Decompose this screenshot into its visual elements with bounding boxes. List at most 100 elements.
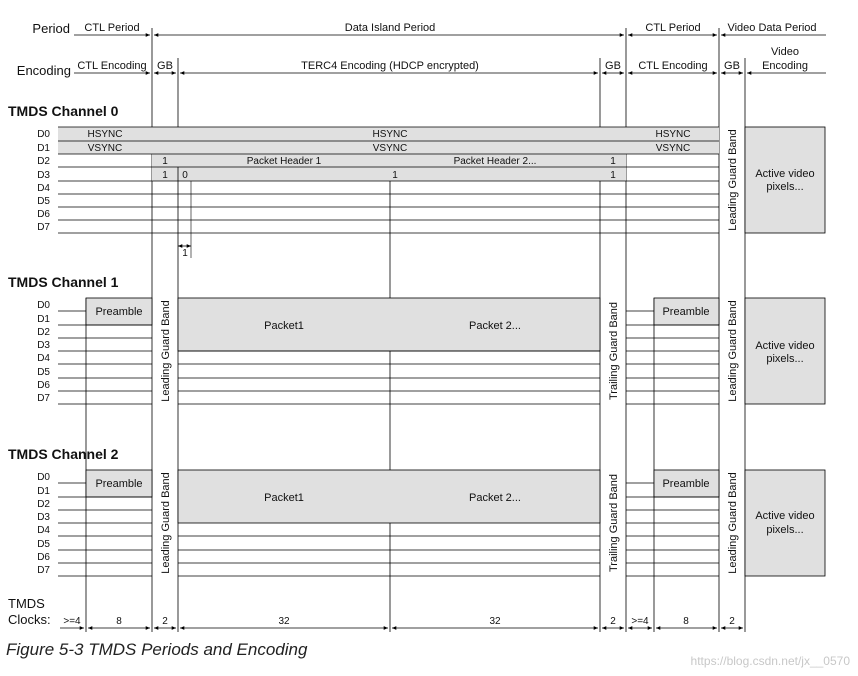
ch1-d7-label: D7 (37, 393, 50, 404)
channel-2: TMDS Channel 2 D0 D1 (8, 446, 826, 577)
ch0-hsync-ctl2: HSYNC (655, 129, 690, 140)
channel-0: TMDS Channel 0 D0 D1 D2 D3 D4 D5 D6 D7 H… (8, 103, 826, 259)
encoding-label: Encoding (17, 63, 71, 78)
ch1-d5-label: D5 (37, 367, 50, 378)
ch0-d3-island-value: 1 (392, 170, 398, 181)
encoding-row: Encoding CTL Encoding GB TERC4 Encoding … (17, 46, 826, 78)
ch1-packet-2: Packet 2... (469, 320, 521, 332)
clock-gb-2: 2 (610, 616, 616, 627)
sync-bar-fill (58, 127, 719, 154)
ch0-active-video-line1: Active video (755, 168, 814, 180)
ch0-hsync-island: HSYNC (372, 129, 407, 140)
ch1-preamble-2-box (653, 297, 720, 326)
ch2-d6-label: D6 (37, 552, 50, 563)
period-label: Period (32, 21, 70, 36)
clock-packet-1: 32 (278, 616, 290, 627)
encoding-video-line2: Encoding (762, 60, 808, 72)
channel-1-title: TMDS Channel 1 (8, 274, 119, 290)
ch1-packet-box (177, 297, 601, 352)
encoding-gb-3: GB (724, 60, 740, 72)
ch1-d6-label: D6 (37, 380, 50, 391)
ch0-d2-label: D2 (37, 156, 50, 167)
channel-0-active-video-box (744, 126, 826, 234)
ch0-vsync-ctl2: VSYNC (656, 143, 690, 154)
watermark: https://blog.csdn.net/jx__0570 (690, 654, 850, 668)
ch0-d2-gb2-value: 1 (610, 156, 616, 167)
ch2-d1-label: D1 (37, 486, 50, 497)
ch1-preamble-1-box (85, 297, 153, 326)
ch0-packet-header-1: Packet Header 1 (247, 156, 322, 167)
ch0-packet-header-2: Packet Header 2... (454, 156, 537, 167)
ch2-active-video-line2: pixels... (766, 524, 803, 536)
ch0-d0-label: D0 (37, 129, 50, 140)
ch0-d3-gb1-value: 1 (162, 170, 168, 181)
ch1-packet-1: Packet1 (264, 320, 304, 332)
clock-gb-1: 2 (162, 616, 168, 627)
period-row: Period CTL Period Data Island Period CTL… (32, 21, 826, 37)
encoding-ctl-2: CTL Encoding (638, 60, 707, 72)
period-ctl-1: CTL Period (84, 22, 139, 34)
ch0-d5-label: D5 (37, 196, 50, 207)
ch2-preamble-1: Preamble (95, 478, 142, 490)
ch0-active-video-line2: pixels... (766, 181, 803, 193)
clock-ctl1-min: >=4 (63, 616, 81, 627)
ch2-d2-label: D2 (37, 499, 50, 510)
channel-1: TMDS Channel 1 D0 (8, 274, 826, 405)
ch0-d1-label: D1 (37, 143, 50, 154)
ch1-active-video-box (744, 297, 826, 405)
clocks-label-line1: TMDS (8, 596, 45, 611)
encoding-gb-1: GB (157, 60, 173, 72)
period-ctl-2: CTL Period (645, 22, 700, 34)
ch2-leading-guard-band-1: Leading Guard Band (160, 472, 172, 574)
ch1-d0-label: D0 (37, 300, 50, 311)
ch2-d7-label: D7 (37, 565, 50, 576)
ch2-preamble-1-box (85, 469, 153, 498)
clocks-row: TMDS Clocks: >=4 8 2 32 32 2 >=4 8 2 (8, 596, 743, 630)
ch2-packet-box (177, 469, 601, 524)
ch0-hsync-ctl1: HSYNC (87, 129, 122, 140)
ch1-preamble-1: Preamble (95, 306, 142, 318)
clock-gb-3: 2 (729, 616, 735, 627)
encoding-video-line1: Video (771, 46, 799, 58)
ch2-packet-1: Packet1 (264, 492, 304, 504)
ch0-d4-label: D4 (37, 183, 50, 194)
ch2-active-video-box (744, 469, 826, 577)
ch1-active-video-line2: pixels... (766, 353, 803, 365)
ch0-leading-guard-band: Leading Guard Band (727, 129, 739, 231)
ch0-vsync-island: VSYNC (373, 143, 407, 154)
ch1-leading-guard-band-2: Leading Guard Band (727, 300, 739, 402)
ch2-preamble-2-box (653, 469, 720, 498)
channel-2-title: TMDS Channel 2 (8, 446, 119, 462)
encoding-gb-2: GB (605, 60, 621, 72)
ch2-d4-label: D4 (37, 525, 50, 536)
ch2-d3-label: D3 (37, 512, 50, 523)
ch1-d2-label: D2 (37, 327, 50, 338)
period-data-island: Data Island Period (345, 22, 436, 34)
ch0-one-clock-label: 1 (182, 248, 188, 259)
ch1-preamble-2: Preamble (662, 306, 709, 318)
clock-preamble-1: 8 (116, 616, 122, 627)
ch2-d5-label: D5 (37, 539, 50, 550)
ch1-trailing-guard-band: Trailing Guard Band (608, 302, 620, 400)
ch2-packet-2: Packet 2... (469, 492, 521, 504)
ch2-leading-guard-band-2: Leading Guard Band (727, 472, 739, 574)
ch0-d6-label: D6 (37, 209, 50, 220)
figure-caption: Figure 5-3 TMDS Periods and Encoding (6, 640, 308, 659)
ch0-d7-label: D7 (37, 222, 50, 233)
ch0-d2-gb1-value: 1 (162, 156, 168, 167)
ch1-active-video-line1: Active video (755, 340, 814, 352)
channel-0-title: TMDS Channel 0 (8, 103, 119, 119)
ch1-d3-label: D3 (37, 340, 50, 351)
ch0-vsync-ctl1: VSYNC (88, 143, 122, 154)
clock-ctl2-min: >=4 (631, 616, 649, 627)
encoding-terc4: TERC4 Encoding (HDCP encrypted) (301, 60, 479, 72)
ch1-leading-guard-band-1: Leading Guard Band (160, 300, 172, 402)
ch0-d3-gb2-value: 1 (610, 170, 616, 181)
clock-packet-2: 32 (489, 616, 501, 627)
packet-header-fill (152, 154, 626, 181)
ch1-d1-label: D1 (37, 314, 50, 325)
ch2-trailing-guard-band: Trailing Guard Band (608, 474, 620, 572)
ch2-active-video-line1: Active video (755, 510, 814, 522)
encoding-ctl-1: CTL Encoding (77, 60, 146, 72)
ch2-d0-label: D0 (37, 472, 50, 483)
